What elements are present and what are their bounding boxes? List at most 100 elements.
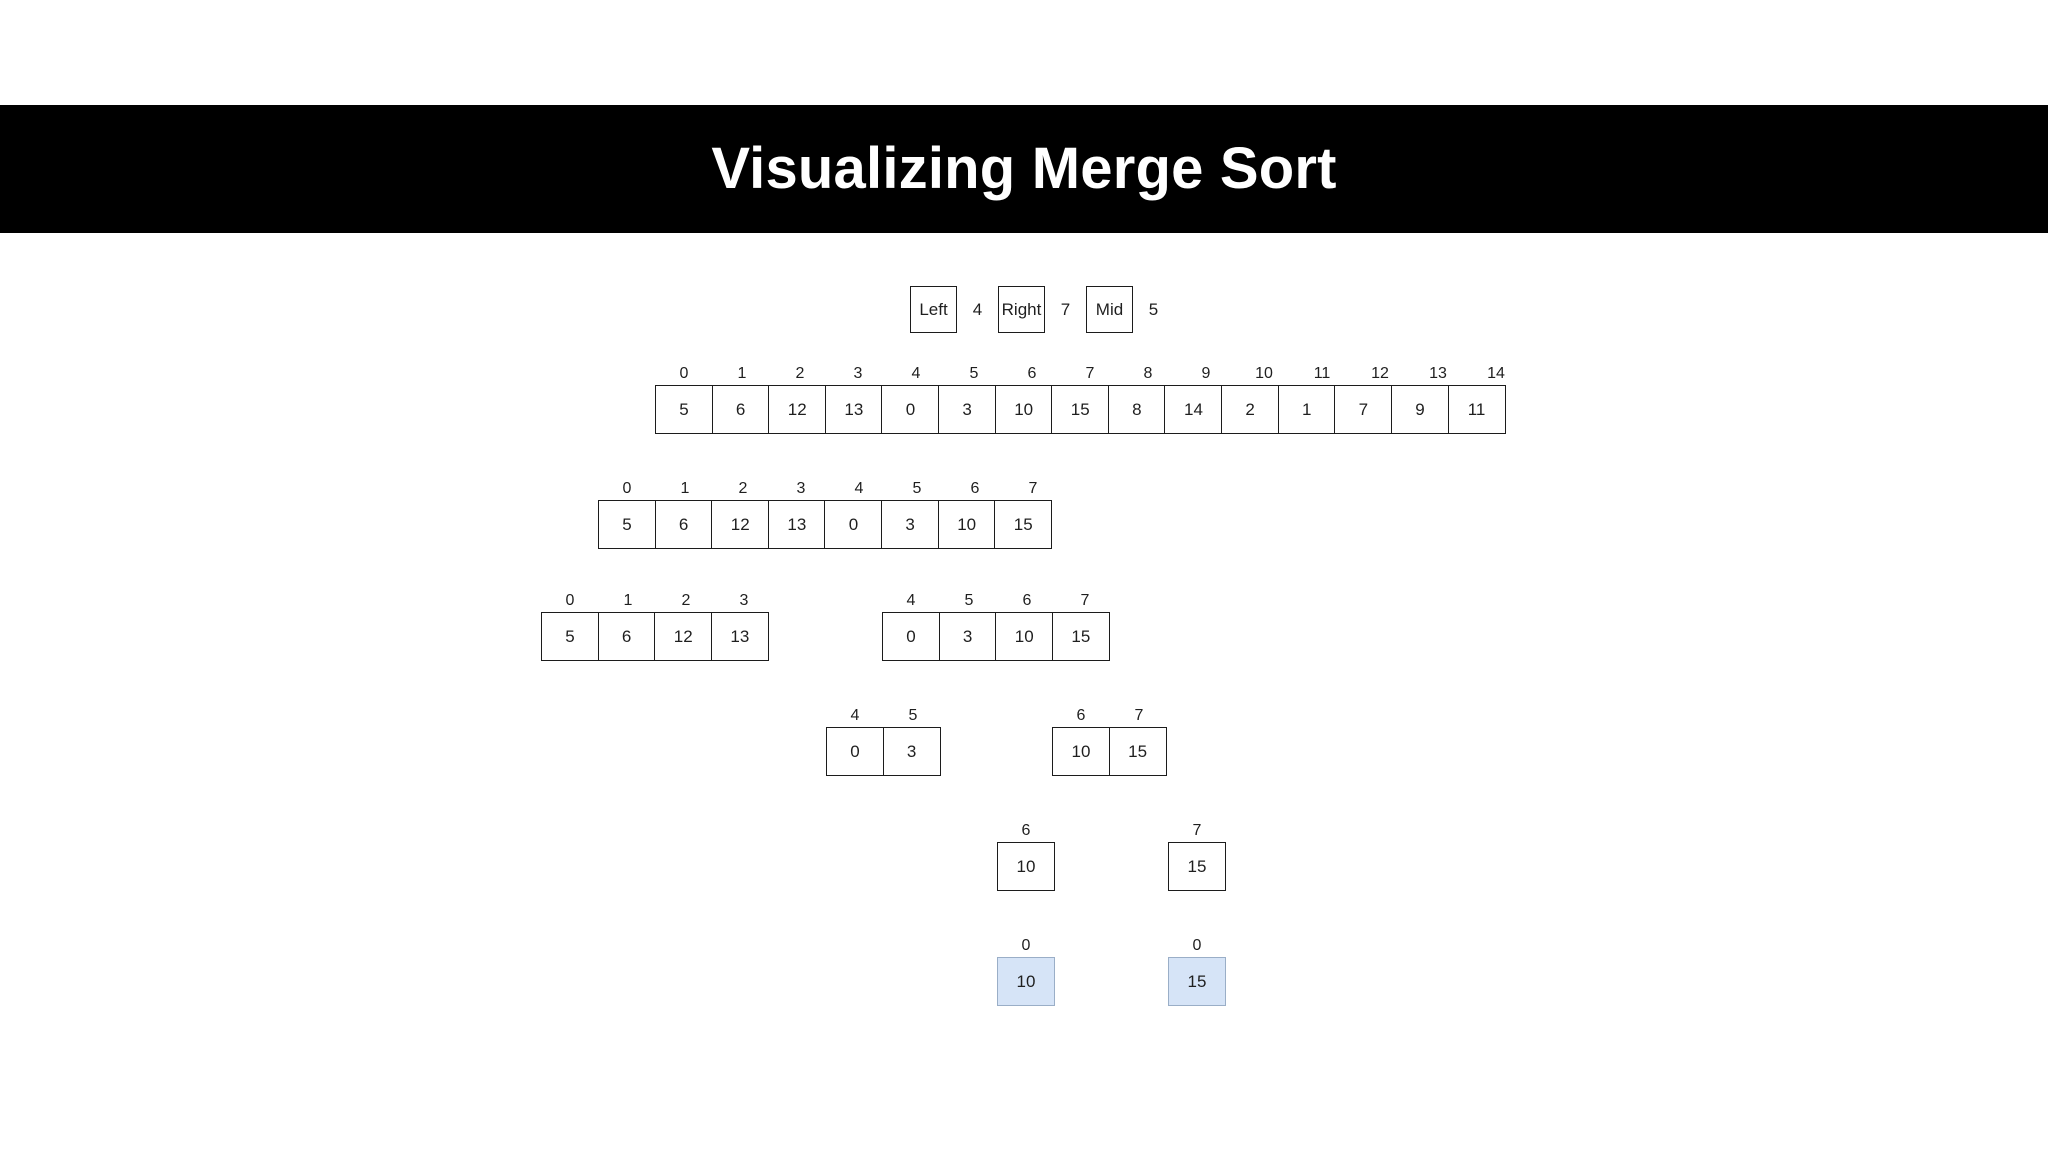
array-cell[interactable]: 3: [882, 727, 941, 776]
array-cell[interactable]: 15: [994, 500, 1053, 549]
index-label: 6: [1027, 365, 1037, 382]
index-label: 8: [1143, 365, 1153, 382]
index-label: 2: [738, 480, 748, 497]
array-cell-highlighted[interactable]: 15: [1168, 957, 1226, 1006]
index-label: 4: [854, 480, 864, 497]
index-label: 7: [1192, 822, 1202, 839]
array-cell[interactable]: 13: [824, 385, 883, 434]
array-cell[interactable]: 15: [1108, 727, 1167, 776]
index-label: 1: [623, 592, 633, 609]
index-label: 14: [1487, 365, 1505, 382]
array-cell[interactable]: 15: [1051, 612, 1110, 661]
array-cell[interactable]: 11: [1447, 385, 1506, 434]
array-cell[interactable]: 5: [541, 612, 599, 661]
array-cell[interactable]: 12: [654, 612, 713, 661]
array-cell[interactable]: 10: [1052, 727, 1110, 776]
index-label: 13: [1429, 365, 1447, 382]
array-cell[interactable]: 9: [1390, 385, 1449, 434]
index-label: 5: [964, 592, 974, 609]
array-cell-highlighted[interactable]: 10: [997, 957, 1055, 1006]
array-cell[interactable]: 13: [767, 500, 826, 549]
array-cell[interactable]: 1: [1277, 385, 1336, 434]
array-cell[interactable]: 12: [768, 385, 827, 434]
index-label: 10: [1255, 365, 1273, 382]
title-banner: Visualizing Merge Sort: [0, 105, 2048, 233]
index-labels: 0 1 2 3: [541, 590, 773, 612]
array-cell[interactable]: 5: [598, 500, 656, 549]
array-cell[interactable]: 0: [882, 612, 940, 661]
array-cell[interactable]: 13: [710, 612, 769, 661]
pointer-value-right: 7: [1060, 299, 1071, 319]
array-cell[interactable]: 7: [1334, 385, 1393, 434]
array-cell[interactable]: 8: [1107, 385, 1166, 434]
index-label: 4: [911, 365, 921, 382]
index-label: 2: [795, 365, 805, 382]
pointer-label-right: Right: [998, 286, 1045, 333]
index-label: 6: [1076, 707, 1086, 724]
index-label: 0: [679, 365, 689, 382]
index-label: 0: [1021, 937, 1031, 954]
index-label: 3: [796, 480, 806, 497]
index-label: 4: [850, 707, 860, 724]
index-label: 11: [1313, 365, 1331, 382]
array-cell[interactable]: 3: [938, 612, 997, 661]
array-cell[interactable]: 0: [881, 385, 940, 434]
array-cell[interactable]: 3: [881, 500, 940, 549]
array-cell[interactable]: 10: [937, 500, 996, 549]
index-label: 3: [739, 592, 749, 609]
index-label: 9: [1201, 365, 1211, 382]
array-cell[interactable]: 12: [711, 500, 770, 549]
index-label: 6: [1021, 822, 1031, 839]
index-label: 0: [622, 480, 632, 497]
array-cell[interactable]: 10: [997, 842, 1055, 891]
pointer-value-left: 4: [972, 299, 983, 319]
index-label: 7: [1085, 365, 1095, 382]
pointer-right: Right 7: [998, 286, 1086, 333]
array-cell[interactable]: 14: [1164, 385, 1223, 434]
index-label: 7: [1134, 707, 1144, 724]
index-label: 1: [680, 480, 690, 497]
array-cell[interactable]: 6: [654, 500, 713, 549]
array-cell[interactable]: 2: [1221, 385, 1280, 434]
array-cell[interactable]: 10: [995, 612, 1054, 661]
array-cell[interactable]: 15: [1051, 385, 1110, 434]
index-label: 1: [737, 365, 747, 382]
index-label: 6: [1022, 592, 1032, 609]
index-label: 7: [1028, 480, 1038, 497]
array-cells: 15: [1168, 957, 1226, 1006]
index-label: 7: [1080, 592, 1090, 609]
index-label: 6: [970, 480, 980, 497]
array-cell[interactable]: 0: [826, 727, 884, 776]
index-label: 3: [853, 365, 863, 382]
array-cell[interactable]: 3: [938, 385, 997, 434]
array-cell[interactable]: 15: [1168, 842, 1226, 891]
index-label: 2: [681, 592, 691, 609]
pointer-label-mid: Mid: [1086, 286, 1133, 333]
array-cell[interactable]: 5: [655, 385, 713, 434]
array-cells: 15: [1168, 842, 1226, 891]
index-label: 0: [565, 592, 575, 609]
array-cell[interactable]: 6: [597, 612, 656, 661]
array-cells: 10: [997, 842, 1055, 891]
array-cell[interactable]: 0: [824, 500, 883, 549]
page-title: Visualizing Merge Sort: [711, 136, 1337, 201]
array-cell[interactable]: 6: [711, 385, 770, 434]
array-cell[interactable]: 10: [994, 385, 1053, 434]
